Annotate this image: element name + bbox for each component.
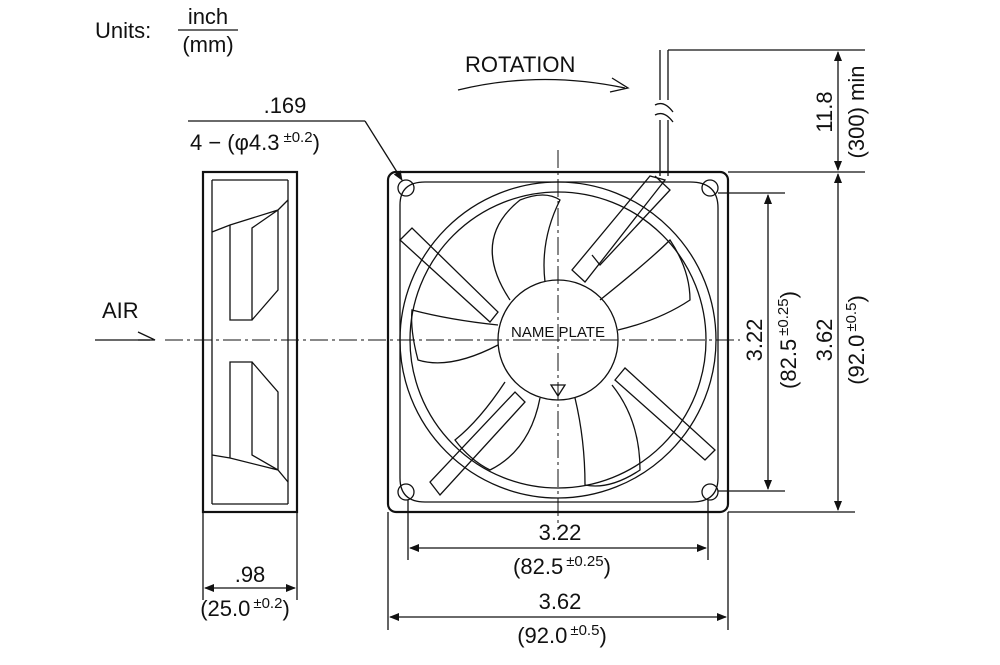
extension-lines (202, 49, 865, 630)
depth-inch: .98 (235, 562, 266, 587)
horizontal-pitch-inch: 3.22 (539, 520, 582, 545)
fan-blades (410, 194, 691, 487)
lead-mm: (300) min (844, 66, 869, 159)
horizontal-size-mm: (92.0±0.5) (517, 622, 607, 648)
hole-mm: 4 − (φ4.3±0.2) (190, 129, 320, 155)
horizontal-pitch-dimension: 3.22 (82.5±0.25) (409, 520, 707, 579)
name-plate-label: NAME PLATE (511, 324, 605, 341)
units-mm: (mm) (182, 32, 233, 57)
mounting-holes (397, 179, 719, 501)
vertical-size-dimension: 3.62 (92.0±0.5) (812, 173, 869, 511)
air-indicator: AIR (95, 298, 156, 341)
depth-mm: (25.0±0.2) (200, 595, 290, 621)
horizontal-size-inch: 3.62 (539, 589, 582, 614)
hub (497, 279, 619, 401)
vertical-size-inch: 3.62 (812, 319, 837, 362)
front-view: NAME PLATE (386, 50, 730, 514)
units-inch: inch (188, 4, 228, 29)
hole-inch: .169 (264, 93, 307, 118)
horizontal-pitch-mm: (82.5±0.25) (513, 553, 611, 579)
horizontal-size-dimension: 3.62 (92.0±0.5) (389, 589, 727, 648)
vertical-pitch-inch: 3.22 (742, 319, 767, 362)
rotation-indicator: ROTATION (457, 52, 630, 93)
units-label: Units: (95, 18, 151, 43)
callout-leader (364, 120, 403, 181)
air-arrowhead (137, 331, 156, 341)
struts (399, 175, 716, 497)
depth-dimension: .98 (25.0±0.2) (200, 562, 296, 621)
vertical-size-mm: (92.0±0.5) (843, 295, 869, 385)
rotation-arrowhead (609, 77, 630, 93)
lead-wires (654, 50, 674, 176)
lead-inch: 11.8 (812, 91, 837, 132)
units-note: Units: inch (mm) (95, 4, 238, 57)
vertical-pitch-mm: (82.5±0.25) (775, 291, 801, 389)
hole-callout: .169 4 − (φ4.3±0.2) (188, 93, 403, 181)
vertical-pitch-dimension: 3.22 (82.5±0.25) (742, 194, 801, 490)
rotation-label: ROTATION (465, 52, 575, 77)
rotation-arrow (457, 78, 626, 91)
lead-length-dimension: 11.8 (300) min (812, 51, 869, 171)
side-view (201, 170, 299, 514)
direction-triangle-icon (549, 384, 567, 398)
air-label: AIR (102, 298, 139, 323)
